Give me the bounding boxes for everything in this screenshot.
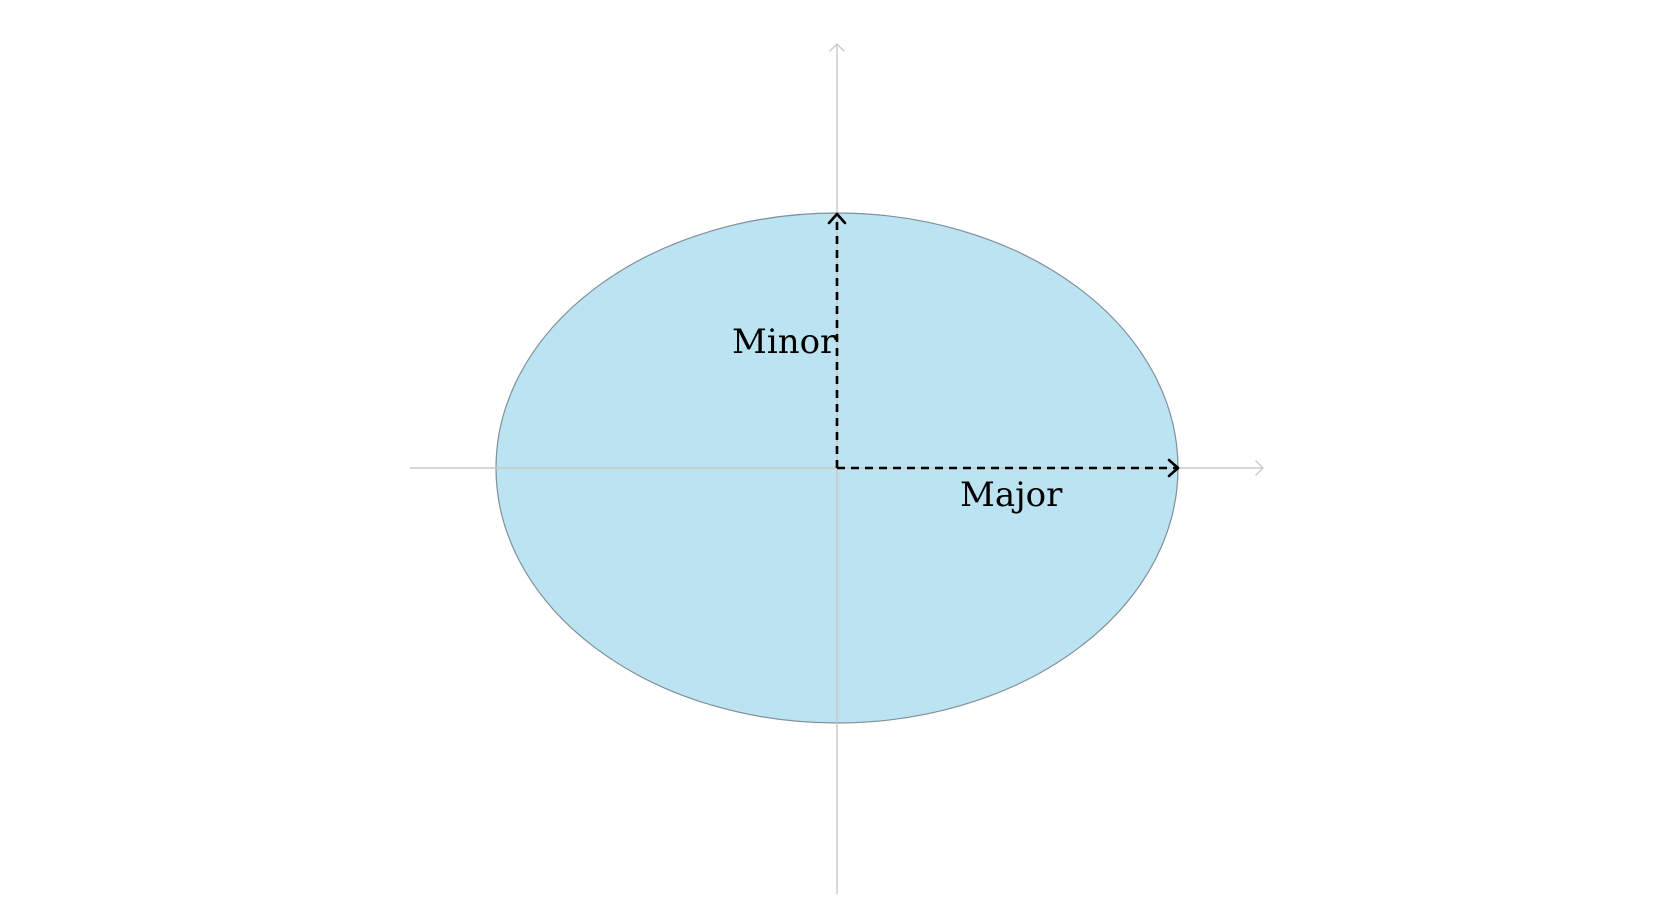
y-axis-arrow-icon: [829, 43, 845, 52]
major-arrow-icon: [1167, 458, 1180, 478]
minor-label: Minor: [732, 322, 837, 362]
minor-semi-axis: [827, 212, 847, 468]
minor-arrow-icon: [827, 212, 847, 225]
major-label: Major: [960, 475, 1063, 515]
major-semi-axis: [837, 458, 1180, 478]
x-axis-arrow-icon: [1255, 460, 1264, 476]
